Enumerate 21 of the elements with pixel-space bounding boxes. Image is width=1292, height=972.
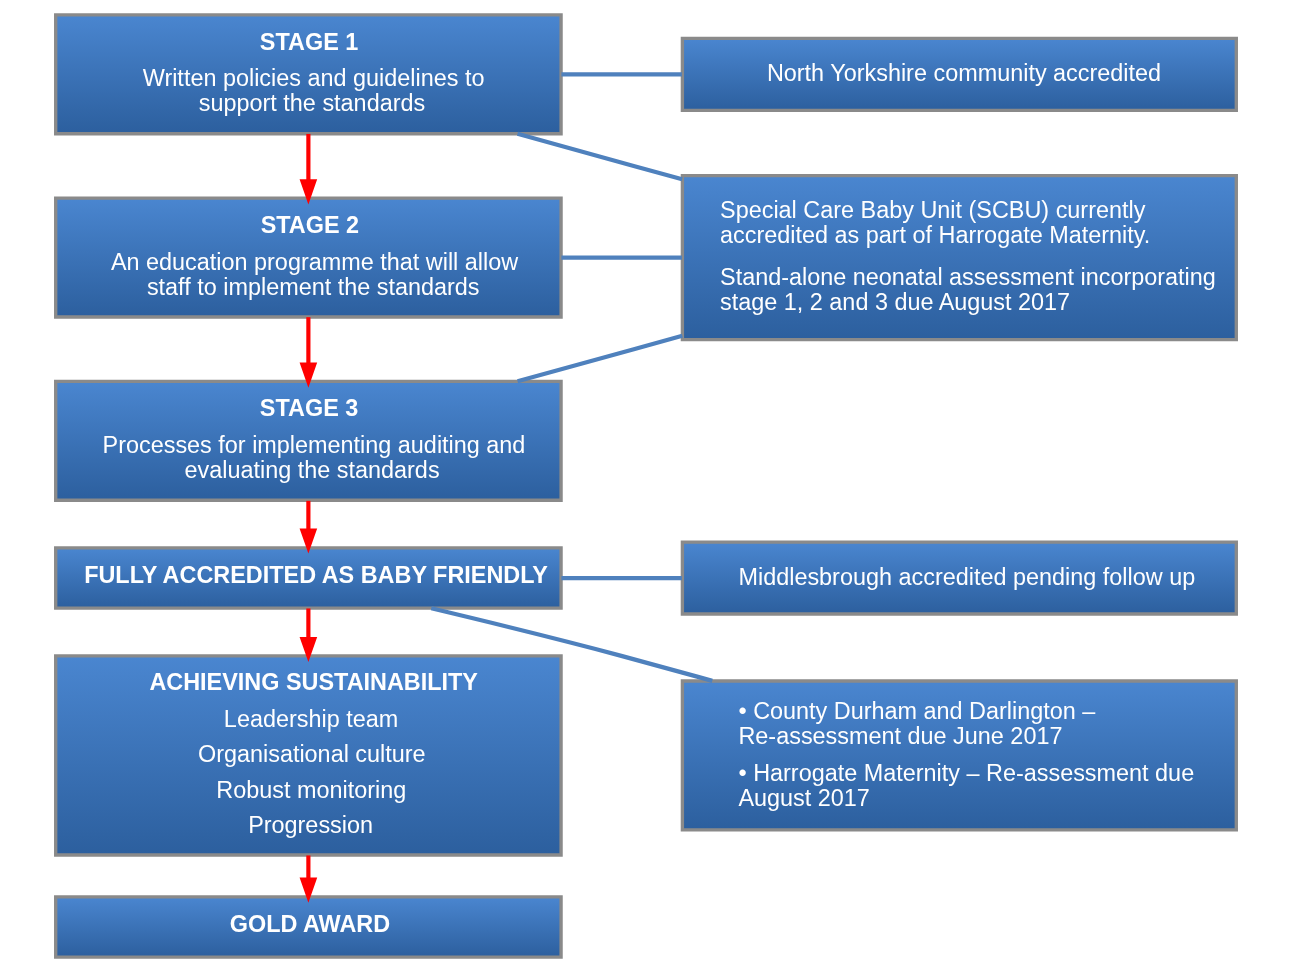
node-box: FULLY ACCREDITED AS BABY FRIENDLY (54, 546, 563, 610)
connector (561, 575, 682, 581)
node-box: Special Care Baby Unit (SCBU) currently accredited as part of Harrogate Maternity. Stand-alone neonatal assessment incorporating stage 1, 2 and 3 due August 2017 (680, 173, 1238, 342)
node-box: North Yorkshire community accredited (680, 36, 1238, 112)
connector (430, 606, 713, 683)
node-box: STAGE 3 Processes for implementing auditing and evaluating the standards (54, 379, 563, 502)
node-box: • County Durham and Darlington – Re-assessment due June 2017 • Harrogate Maternity – Re-assessment due August 2017 (680, 679, 1238, 832)
connector (517, 333, 683, 384)
node-box: GOLD AWARD (54, 895, 563, 959)
node-box: ACHIEVING SUSTAINABILITY Leadership team Organisational culture Robust monitoring Progression (54, 654, 563, 857)
arrow (299, 608, 318, 663)
arrow (299, 500, 318, 554)
node-box: Middlesbrough accredited pending follow up (680, 540, 1238, 616)
arrow (299, 133, 318, 205)
arrow (299, 855, 318, 903)
arrow (299, 317, 318, 388)
connector (561, 72, 682, 77)
connector (561, 255, 682, 260)
node-box: STAGE 1 Written policies and guidelines to support the standards (54, 13, 563, 136)
node-box: STAGE 2 An education programme that will allow staff to implement the standards (54, 196, 563, 319)
connector (516, 131, 683, 182)
